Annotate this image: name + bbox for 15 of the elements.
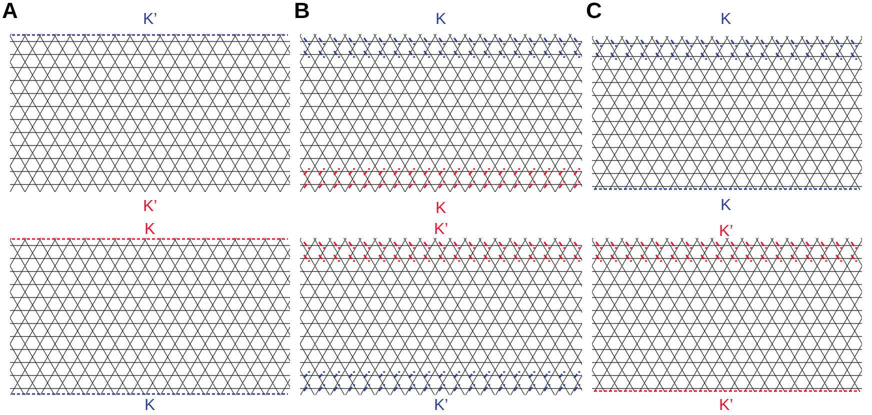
valley-label: K <box>436 12 446 28</box>
valley-label: K’ <box>143 12 158 28</box>
valley-label: K <box>144 222 156 238</box>
valley-label: K <box>720 12 732 28</box>
valley-label: K’ <box>434 398 448 414</box>
panel-letter: B <box>294 0 310 22</box>
valley-label: K’ <box>434 222 448 238</box>
valley-label: K’ <box>719 398 734 414</box>
valley-label: K <box>144 398 156 414</box>
valley-label: K <box>436 201 446 217</box>
valley-label: K’ <box>143 199 158 215</box>
panel-letter: C <box>586 0 602 22</box>
panel-letter: A <box>2 0 18 22</box>
valley-label: K <box>720 198 732 214</box>
valley-label: K’ <box>719 224 734 240</box>
